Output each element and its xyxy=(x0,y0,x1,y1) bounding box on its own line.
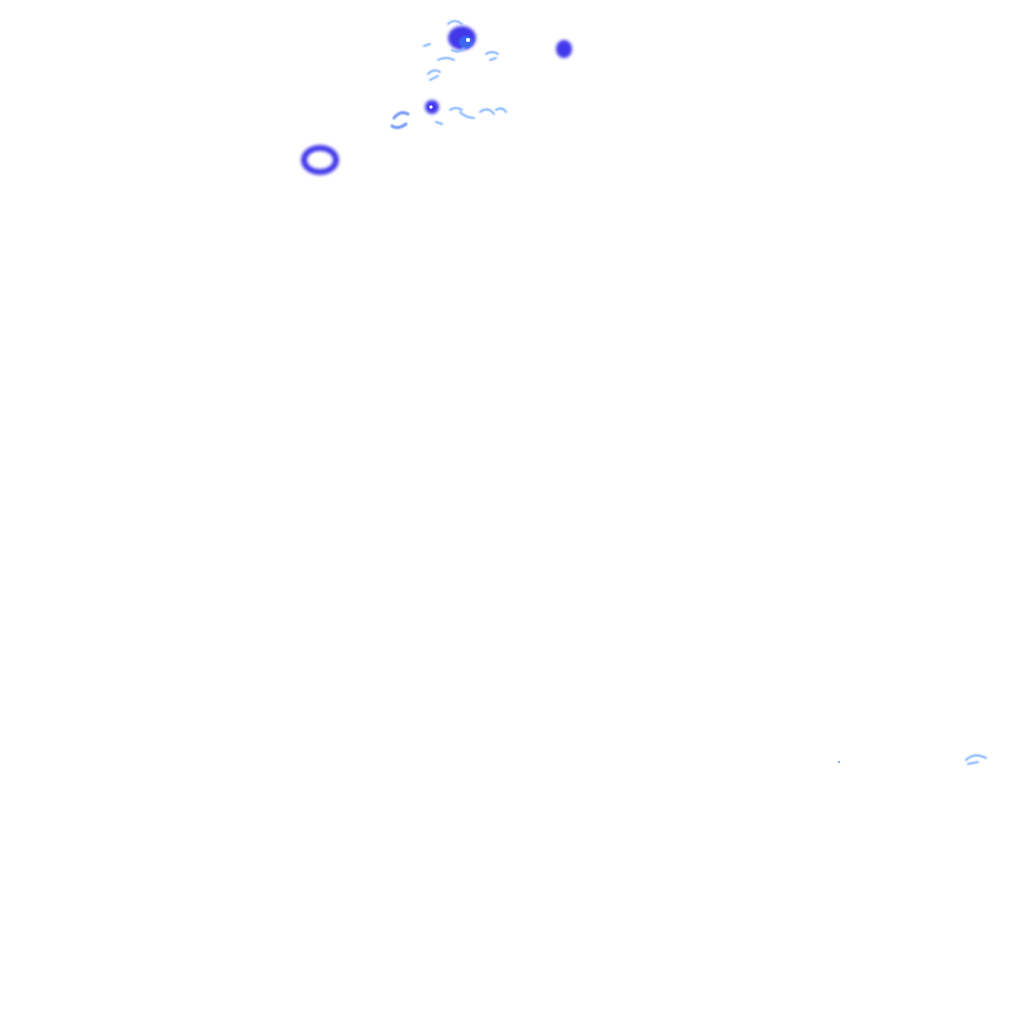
echo-cell-ring xyxy=(301,145,339,175)
echo-speck-southeast xyxy=(837,760,841,764)
echo-fringe-north xyxy=(447,20,465,53)
echo-cell-west-small xyxy=(390,111,410,130)
echo-cell-north-inner xyxy=(459,36,473,48)
echo-scatter-light xyxy=(423,43,507,125)
echo-cell-southeast xyxy=(965,754,987,765)
echo-cell-central xyxy=(425,100,439,114)
echo-cell-northeast xyxy=(556,40,572,58)
echo-cluster-north xyxy=(447,20,476,53)
cell-core-marker xyxy=(466,38,470,42)
cell-core-marker xyxy=(429,105,433,109)
